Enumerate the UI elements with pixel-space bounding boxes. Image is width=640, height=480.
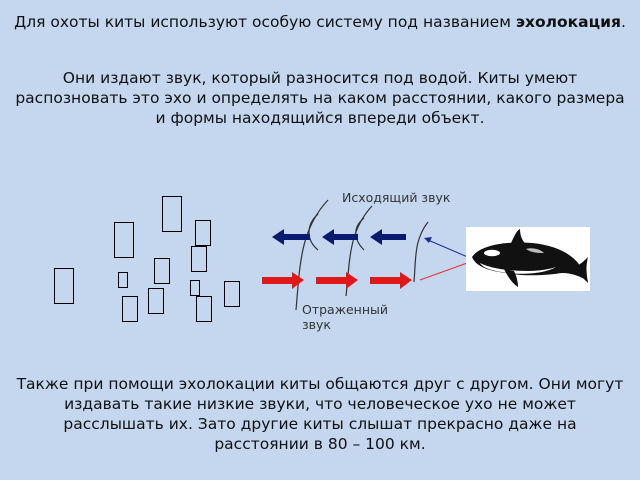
wave-arc-3	[413, 221, 429, 283]
explanation-paragraph: Они издают звук, который разносится под …	[15, 69, 625, 127]
outgoing-arrow-3	[370, 229, 406, 245]
outgoing-direction-line	[427, 239, 471, 259]
missing-glyph-12	[122, 296, 138, 322]
reflected-arrow-3	[370, 272, 412, 289]
wave-arc-1	[295, 199, 329, 311]
missing-glyph-9	[224, 281, 240, 307]
missing-glyph-1	[162, 196, 182, 232]
intro-paragraph: Для охоты киты используют особую систему…	[14, 12, 626, 32]
wave-arc-4	[308, 213, 319, 251]
reflected-direction-line	[419, 261, 471, 281]
missing-glyph-4	[191, 246, 207, 272]
sound-waves	[295, 199, 429, 311]
conclusion-paragraph: Также при помощи эхолокации киты общаютс…	[16, 375, 624, 453]
missing-glyph-6	[54, 268, 74, 304]
missing-glyph-5	[154, 258, 170, 284]
whale-image	[466, 227, 590, 291]
missing-glyph-11	[196, 296, 212, 322]
outgoing-arrows	[272, 229, 406, 245]
intro-text: Для охоты киты используют особую систему…	[14, 13, 516, 31]
missing-glyph-2	[114, 222, 134, 258]
reflected-sound-label: Отраженный звук	[302, 302, 389, 332]
reflected-arrow-2	[316, 272, 358, 289]
missing-glyph-10	[148, 288, 164, 314]
outgoing-arrow-1	[272, 229, 310, 245]
outgoing-arrow-2	[322, 229, 358, 245]
reflected-arrows	[262, 272, 412, 289]
intro-end: .	[620, 13, 626, 31]
missing-glyph-8	[190, 280, 200, 296]
missing-glyph-3	[195, 220, 211, 246]
orca-icon	[472, 229, 588, 287]
outgoing-sound-label: Исходящий звук	[342, 190, 451, 205]
missing-glyph-7	[118, 272, 128, 288]
reflected-arrow-1	[262, 272, 304, 289]
echolocation-term: эхолокация	[515, 13, 621, 31]
outgoing-direction-head	[424, 237, 432, 243]
